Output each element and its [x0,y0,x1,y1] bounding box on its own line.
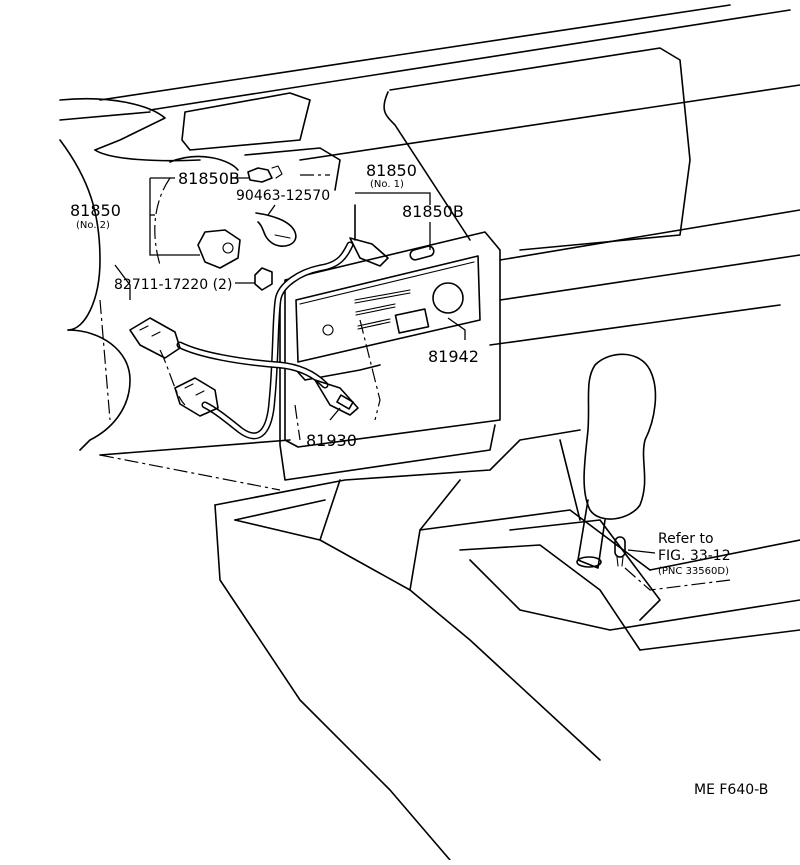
part-labels: 81850 (No. 2) 81850B 90463-12570 81850 (… [70,161,768,798]
label-81942: 81942 [428,347,479,366]
socket-81850-no1 [349,204,389,267]
bulb-81850b-left [247,165,283,183]
pnc-reference-label: (PNC 33560D) [658,566,729,577]
label-81850-no1-sub: (No. 1) [370,179,404,190]
center-console [214,353,800,861]
refer-to-label: Refer to [658,531,714,547]
label-81850-no2: 81850 [70,201,121,220]
label-81850-no1: 81850 [366,161,417,180]
dashboard-outline [59,4,800,456]
leader-lines [114,177,656,554]
bulb-81850b-right [409,245,435,261]
label-90463-12570: 90463-12570 [236,188,330,204]
label-81850-no2-sub: (No. 2) [76,220,110,231]
label-81930: 81930 [306,431,357,450]
wire-harness [176,241,354,440]
figure-code-label: ME F640-B [694,782,768,798]
label-81850b-left: 81850B [178,169,240,188]
connector-lower-left [174,377,219,417]
figure-reference-label: FIG. 33-12 [658,548,731,564]
bracket-90463-12570 [255,212,297,247]
socket-81850-no2 [197,229,241,269]
clip-82711-17220 [254,267,273,291]
label-82711-17220: 82711-17220 (2) [114,277,232,293]
connector-upper-left [129,317,181,359]
socket-81930 [314,379,359,416]
center-panel-81942 [279,231,501,481]
label-81850b-right: 81850B [402,202,464,221]
